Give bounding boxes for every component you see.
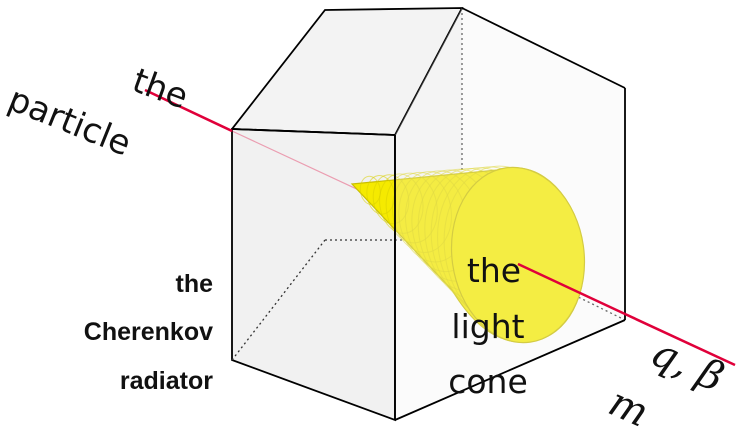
box-right-face	[395, 8, 625, 420]
light-cone-rim	[450, 166, 586, 344]
box-edge-front-top	[231, 128, 396, 136]
box-edge-bottom-right	[394, 319, 626, 421]
light-cone	[350, 165, 586, 344]
label-cone-light: light	[451, 307, 524, 346]
label-radiator-name: Cherenkov	[84, 318, 213, 346]
box-edge-right-top	[461, 7, 626, 89]
light-cone-ring	[379, 173, 424, 234]
label-cone-word: cone	[448, 362, 528, 401]
box-hidden-edge-bottom-left	[231, 239, 326, 361]
light-cone-ring	[385, 172, 438, 244]
particle-track-entry	[144, 88, 233, 133]
box-front-face	[231, 128, 396, 422]
particle-track-through-cone	[517, 262, 626, 316]
label-charge-speed: q, β	[644, 329, 730, 401]
label-mass: m	[602, 379, 655, 436]
light-cone-ring	[359, 175, 381, 206]
particle-track-exit	[624, 312, 736, 367]
label-radiator-the: the	[176, 270, 214, 298]
label-particle-word: particle	[3, 79, 137, 164]
label-cone-the: the	[467, 251, 521, 290]
label-radiator-word: radiator	[120, 367, 213, 395]
